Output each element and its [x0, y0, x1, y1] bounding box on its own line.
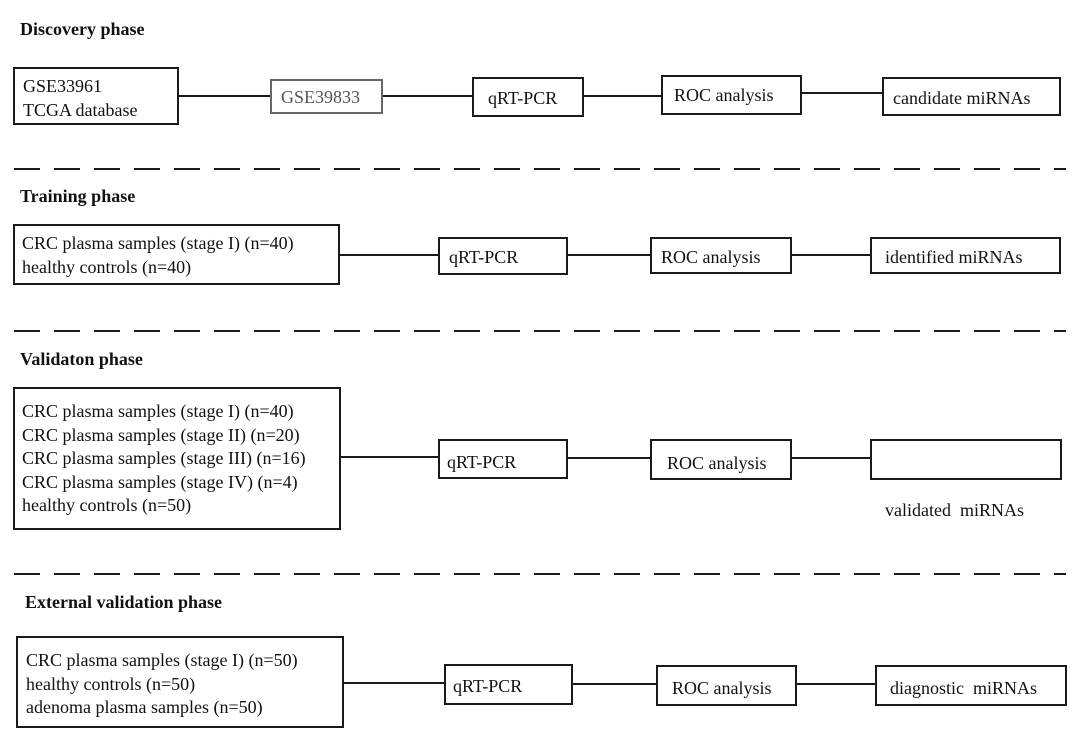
validation-connector-3 [792, 457, 870, 459]
discovery-dataset-label: GSE39833 [281, 87, 361, 107]
discovery-dataset-box: GSE39833 [270, 79, 383, 114]
training-phase-title: Training phase [20, 186, 136, 206]
discovery-phase-title: Discovery phase [20, 19, 145, 39]
validation-connector-2 [568, 457, 650, 459]
training-method-label: qRT-PCR [449, 247, 519, 267]
training-result-label: identified miRNAs [885, 247, 1023, 267]
discovery-connector-4 [802, 92, 882, 94]
training-roc-box: ROC analysis [650, 237, 792, 274]
discovery-connector-2 [383, 95, 472, 97]
external-phase-title: External validation phase [25, 592, 223, 612]
training-source-line-2: healthy controls (n=40) [22, 256, 192, 277]
validation-source-line-4: CRC plasma samples (stage IV) (n=4) [22, 471, 298, 492]
external-connector-2 [573, 683, 656, 685]
external-result-box: diagnostic miRNAs [875, 665, 1067, 706]
training-connector-1 [340, 254, 438, 256]
external-roc-box: ROC analysis [656, 665, 797, 706]
phase-divider-2 [14, 320, 1066, 332]
discovery-source-line-1: GSE33961 [23, 76, 103, 96]
external-result-label: diagnostic miRNAs [890, 678, 1037, 698]
validation-roc-box: ROC analysis [650, 439, 792, 480]
validation-source-line-1: CRC plasma samples (stage I) (n=40) [22, 401, 294, 421]
training-connector-3 [792, 254, 870, 256]
discovery-result-box: candidate miRNAs [882, 77, 1061, 116]
validation-phase-title: Validaton phase [20, 349, 143, 369]
external-source-box: CRC plasma samples (stage I) (n=50) heal… [16, 636, 344, 728]
discovery-analysis-label: ROC analysis [674, 85, 774, 105]
discovery-result-label: candidate miRNAs [893, 88, 1031, 108]
validation-source-line-3: CRC plasma samples (stage III) (n=16) [22, 448, 306, 468]
training-analysis-label: ROC analysis [661, 247, 761, 267]
external-connector-3 [797, 683, 875, 685]
training-source-box: CRC plasma samples (stage I) (n=40) heal… [13, 224, 340, 285]
training-source-line-1: CRC plasma samples (stage I) (n=40) [22, 233, 294, 253]
training-qrtpcr-box: qRT-PCR [438, 237, 568, 275]
external-qrtpcr-box: qRT-PCR [444, 664, 573, 705]
external-source-line-1: CRC plasma samples (stage I) (n=50) [26, 650, 298, 670]
discovery-source-line-2: TCGA database [23, 99, 138, 120]
external-method-label: qRT-PCR [453, 676, 523, 696]
validation-result-box: validated miRNAs [870, 439, 1062, 520]
discovery-method-label: qRT-PCR [488, 88, 558, 108]
validation-qrtpcr-box: qRT-PCR [438, 439, 568, 479]
external-source-line-3: adenoma plasma samples (n=50) [26, 697, 263, 717]
external-analysis-label: ROC analysis [672, 678, 772, 698]
phase-divider-3 [14, 563, 1066, 575]
external-connector-1 [344, 682, 444, 684]
phase-divider-1 [14, 158, 1066, 170]
discovery-connector-3 [584, 95, 661, 97]
discovery-roc-box: ROC analysis [661, 75, 802, 115]
discovery-source-box: GSE33961 TCGA database [13, 67, 179, 125]
validation-connector-1 [341, 456, 438, 458]
external-source-line-2: healthy controls (n=50) [26, 673, 196, 694]
discovery-qrtpcr-box: qRT-PCR [472, 77, 584, 117]
validation-method-label: qRT-PCR [447, 452, 517, 472]
discovery-connector-1 [179, 95, 270, 97]
training-result-box: identified miRNAs [870, 237, 1061, 274]
validation-source-line-2: CRC plasma samples (stage II) (n=20) [22, 424, 300, 445]
validation-source-line-5: healthy controls (n=50) [22, 495, 192, 515]
training-connector-2 [568, 254, 650, 256]
validation-result-label: validated miRNAs [885, 500, 1024, 520]
validation-analysis-label: ROC analysis [667, 453, 767, 473]
validation-source-box: CRC plasma samples (stage I) (n=40) CRC … [13, 387, 341, 530]
